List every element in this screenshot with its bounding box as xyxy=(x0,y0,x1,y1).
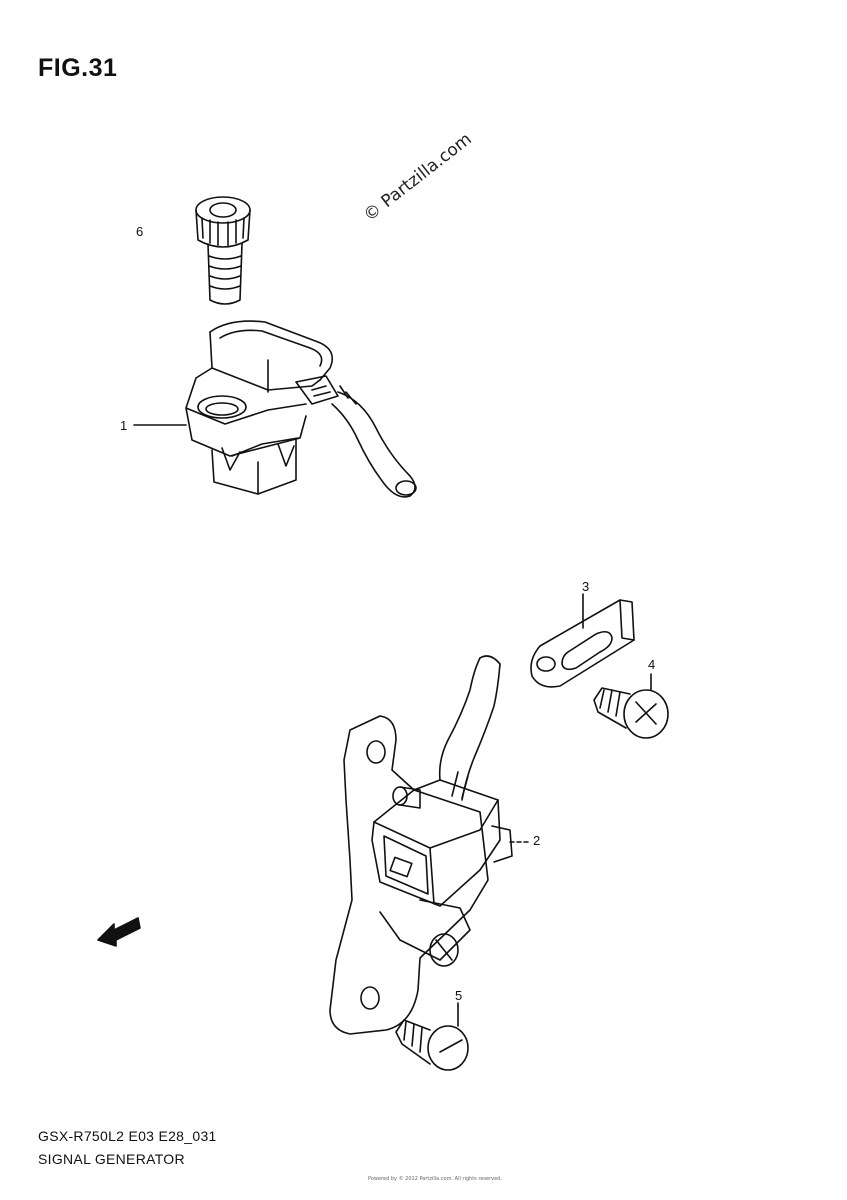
bolt-part-6[interactable] xyxy=(196,197,250,304)
screw-part-5[interactable] xyxy=(396,1020,468,1070)
callout-label-3: 3 xyxy=(582,579,590,594)
screw-part-4[interactable] xyxy=(594,688,668,738)
figure-title: FIG.31 xyxy=(38,54,118,82)
copyright-fine-print: Powered by © 2012 Partzilla.com. All rig… xyxy=(368,1176,502,1182)
callout-label-1: 1 xyxy=(120,418,128,433)
section-name: SIGNAL GENERATOR xyxy=(38,1151,185,1167)
model-code: GSX-R750L2 E03 E28_031 xyxy=(38,1128,217,1144)
signal-generator-part-1[interactable] xyxy=(186,321,416,497)
callout-label-4: 4 xyxy=(648,657,656,672)
callout-label-6: 6 xyxy=(136,224,144,239)
callout-label-2: 2 xyxy=(533,833,541,848)
forward-arrow-icon xyxy=(98,918,140,946)
signal-generator-part-2[interactable] xyxy=(330,656,512,1034)
plate-part-3[interactable] xyxy=(531,600,634,687)
callout-label-5: 5 xyxy=(455,988,463,1003)
